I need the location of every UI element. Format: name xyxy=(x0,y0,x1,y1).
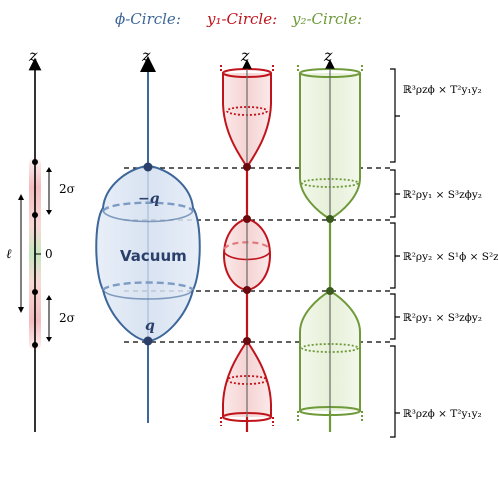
region-label-5: ℝ³ρzϕ × T²y₁y₂ xyxy=(403,408,482,420)
phi-vacuum-label: Vacuum xyxy=(120,247,187,265)
left-axis-node-2 xyxy=(32,212,38,218)
y1-column: z xyxy=(220,46,274,432)
y2-node-2 xyxy=(326,287,334,295)
y2-z-label: z xyxy=(323,46,333,65)
region-label-4: ℝ²ρy₁ × S³zϕy₂ xyxy=(403,312,482,324)
y2-node-1 xyxy=(326,215,334,223)
y1-bottom-rim-dotted xyxy=(220,417,274,426)
region-labels: ℝ³ρzϕ × T²y₁y₂ ℝ²ρy₁ × S³zϕy₂ ℝ²ρy₂ × S¹… xyxy=(403,84,498,420)
y1-top-rim-dotted xyxy=(220,65,274,73)
left-axis-node-4 xyxy=(32,342,38,348)
zero-label: 0 xyxy=(45,247,53,261)
left-axis-node-3 xyxy=(32,289,38,295)
bracket-1 xyxy=(390,68,400,163)
phi-upper-ring-front xyxy=(102,210,194,223)
header: ϕ-Circle: y₁-Circle: y₂-Circle: xyxy=(115,10,362,28)
sigma-upper-label: 2σ xyxy=(59,182,75,196)
y1-node-1 xyxy=(243,163,251,171)
y1-node-2 xyxy=(243,215,251,223)
ell-arrowhead-bottom xyxy=(18,307,24,313)
phi-node-bottom xyxy=(143,336,153,346)
bracket-3 xyxy=(390,222,400,289)
phi-node-top xyxy=(143,162,153,172)
bracket-2 xyxy=(390,169,400,218)
bracket-5 xyxy=(390,345,400,438)
y2-bottom-rim-dotted xyxy=(297,411,363,422)
phi-lower-ring-front xyxy=(102,289,194,300)
region-label-1: ℝ³ρzϕ × T²y₁y₂ xyxy=(403,84,482,96)
phi-column: z −q q Vacuum xyxy=(95,46,201,423)
y1-node-4 xyxy=(243,337,251,345)
y2-top-rim-dotted xyxy=(297,65,363,73)
y1-node-3 xyxy=(243,286,251,294)
sigma-lower-arrowhead-top xyxy=(46,295,52,300)
region-brackets xyxy=(390,68,400,438)
y1-z-label: z xyxy=(240,46,250,65)
left-axis-node-1 xyxy=(32,159,38,165)
region-label-2: ℝ²ρy₁ × S³zϕy₂ xyxy=(403,189,482,201)
phi-q-label: q xyxy=(145,318,155,334)
sigma-upper-arrowhead-top xyxy=(46,167,52,172)
y1-circle-label: y₁-Circle: xyxy=(206,10,277,28)
left-axis-z-label: z xyxy=(28,46,38,65)
phi-z-label: z xyxy=(141,46,151,65)
y2-column: z xyxy=(297,46,363,432)
ell-label: ℓ xyxy=(6,247,12,262)
phi-upper-ring-back xyxy=(101,201,195,212)
phi-minus-q-label: −q xyxy=(138,191,160,207)
sigma-lower-label: 2σ xyxy=(59,311,75,325)
left-axis: z 2σ 2σ ℓ 0 xyxy=(6,46,75,432)
sigma-upper-arrowhead-bottom xyxy=(46,210,52,215)
phi-lower-ring-back xyxy=(102,281,194,291)
region-label-3: ℝ²ρy₂ × S¹ϕ × S²zy₁ xyxy=(403,251,498,263)
y2-circle-label: y₂-Circle: xyxy=(291,10,362,28)
bracket-4 xyxy=(390,293,400,340)
ell-arrowhead-top xyxy=(18,194,24,200)
phi-circle-label: ϕ-Circle: xyxy=(115,10,181,28)
sigma-lower-arrowhead-bottom xyxy=(46,337,52,342)
